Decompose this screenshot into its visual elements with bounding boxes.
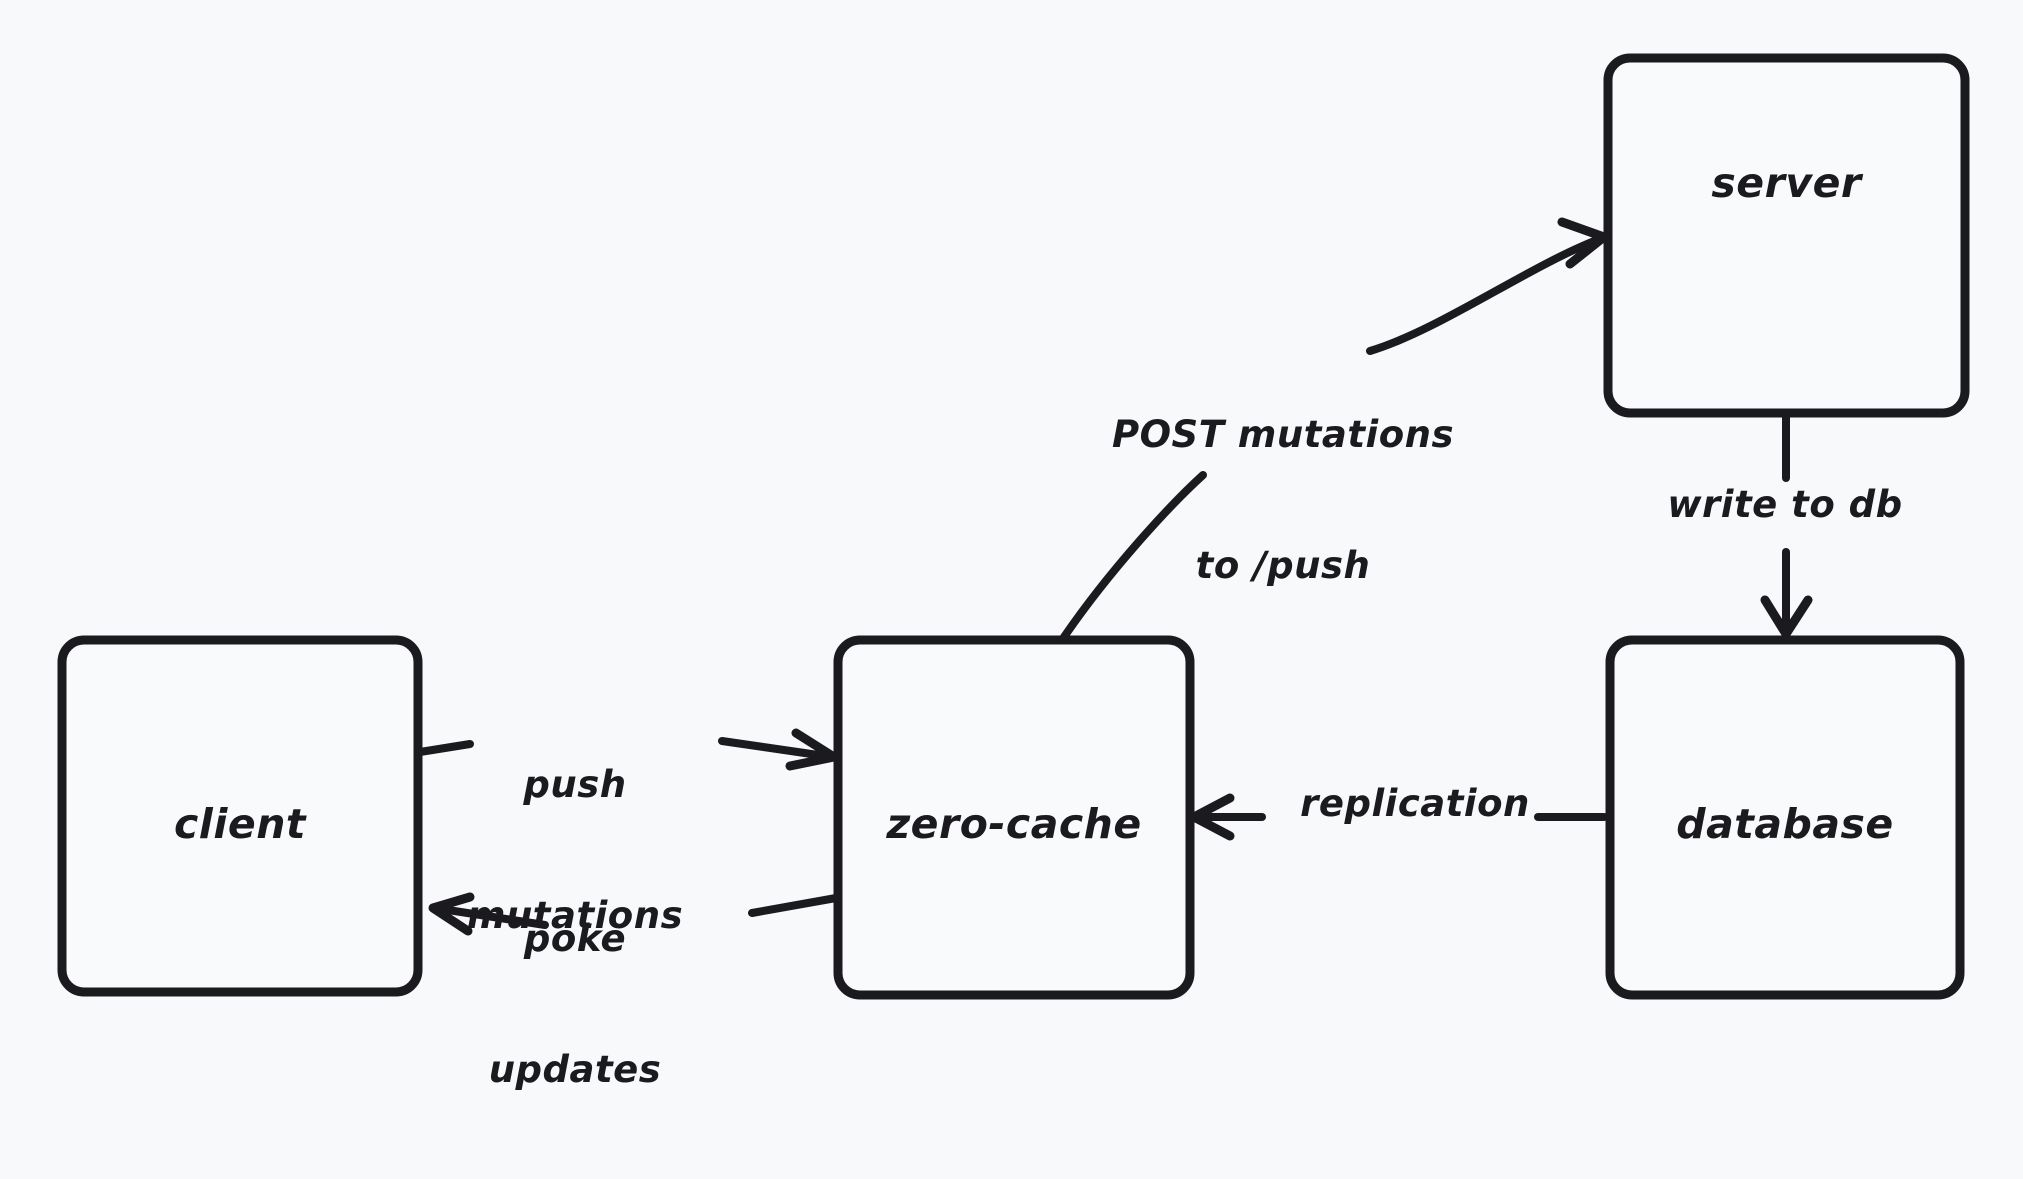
edge-label-post-mutations-line2: to /push [1195, 544, 1371, 588]
edge-label-post-mutations: POST mutations to /push [1058, 326, 1508, 675]
edge-poke-updates-arrowhead [428, 892, 475, 936]
edge-poke-updates-stub [748, 894, 840, 917]
edge-post-mutations-arrowhead [1557, 217, 1609, 269]
edge-replication-arrowhead [1189, 793, 1235, 841]
node-box-database[interactable] [1605, 635, 1965, 1000]
node-label-database: database [1676, 800, 1894, 848]
edge-label-post-mutations-line1: POST mutations [1111, 413, 1455, 457]
edge-poke-updates-line [431, 904, 549, 929]
edge-push-mutations-stub [416, 740, 474, 756]
node-box-client[interactable] [57, 635, 423, 997]
edge-label-poke-updates-line2: updates [488, 1048, 662, 1092]
edge-label-push-mutations-line1: push [523, 763, 627, 807]
node-label-zero-cache: zero-cache [886, 800, 1142, 848]
edge-label-push-mutations-line2: mutations [466, 894, 684, 938]
edge-post-mutations-upper-curve [1366, 234, 1606, 355]
diagram-canvas: client zero-cache server database push m… [57, 53, 1970, 1092]
edge-label-write-to-db: write to db [1667, 483, 1903, 526]
edge-write-to-db-arrowhead [1760, 595, 1813, 639]
edge-label-push-mutations: push mutations [395, 676, 755, 1025]
edge-label-replication: replication [1300, 782, 1530, 825]
node-label-server: server [1711, 159, 1862, 207]
diagram-svg [57, 53, 1970, 1000]
node-box-server[interactable] [1603, 53, 1970, 418]
node-label-client: client [173, 800, 306, 848]
edge-label-poke-updates-line1: poke [523, 917, 627, 961]
edge-post-mutations-lower-curve [1060, 471, 1207, 641]
edge-push-mutations-arrowhead [785, 728, 839, 771]
edge-push-mutations-line [718, 737, 836, 761]
edge-label-poke-updates: poke updates [395, 830, 755, 1179]
